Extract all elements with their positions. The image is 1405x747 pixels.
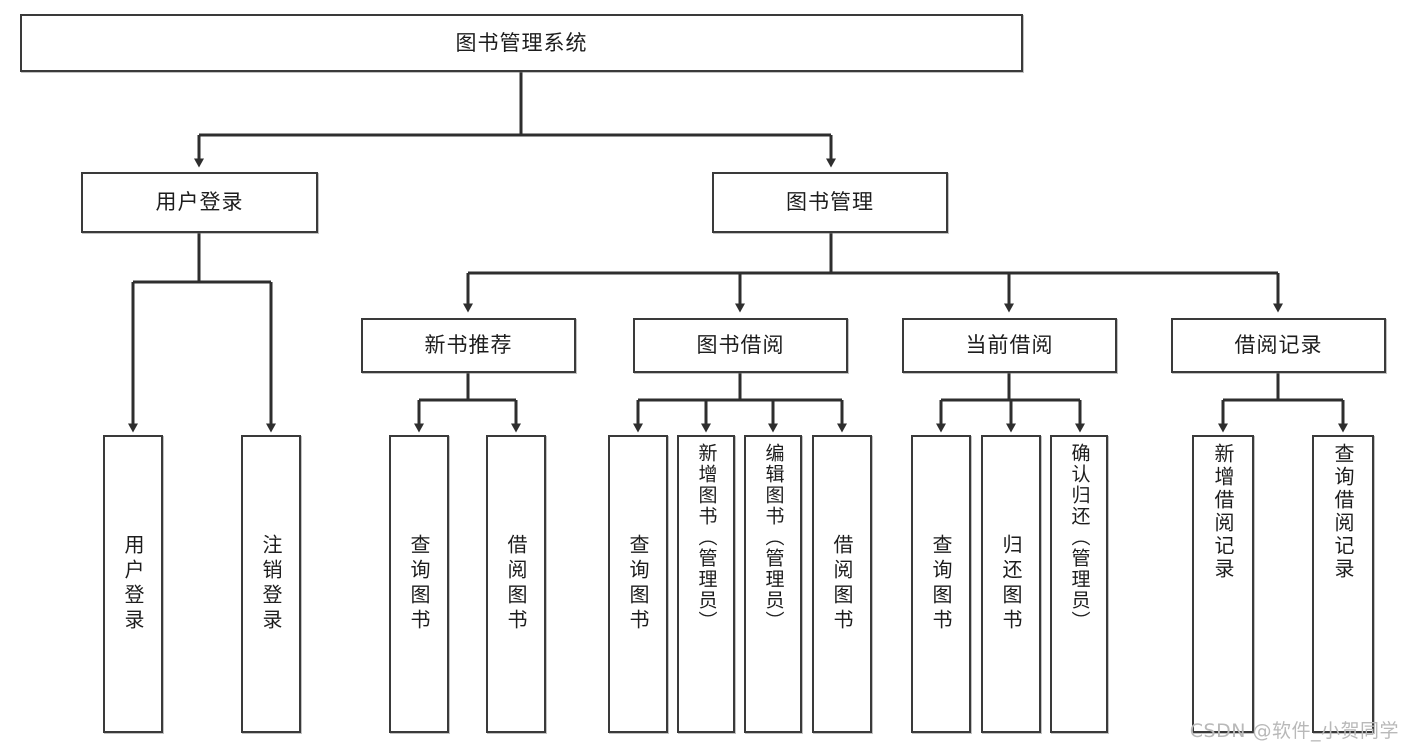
node-current-borrow[interactable]: 当前借阅 <box>902 318 1117 373</box>
node-leaf-query-record[interactable]: 查询借阅记录 <box>1312 435 1374 733</box>
node-leaf-add-record[interactable]: 新增借阅记录 <box>1192 435 1254 733</box>
node-leaf-query-book-1-label: 查询图书 <box>407 534 431 634</box>
node-leaf-add-book-label: 新增图书（管理员） <box>695 443 718 632</box>
node-leaf-borrow-book-1[interactable]: 借阅图书 <box>486 435 546 733</box>
node-new-book-recommend[interactable]: 新书推荐 <box>361 318 576 373</box>
node-leaf-return-book[interactable]: 归还图书 <box>981 435 1041 733</box>
node-book-manage-label: 图书管理 <box>786 190 874 215</box>
node-leaf-borrow-book-2[interactable]: 借阅图书 <box>812 435 872 733</box>
node-leaf-query-book-1[interactable]: 查询图书 <box>389 435 449 733</box>
node-book-borrow[interactable]: 图书借阅 <box>633 318 848 373</box>
node-leaf-confirm-return[interactable]: 确认归还（管理员） <box>1050 435 1108 733</box>
node-user-login-label: 用户登录 <box>155 190 244 215</box>
node-leaf-confirm-return-label: 确认归还（管理员） <box>1068 443 1091 632</box>
node-book-manage[interactable]: 图书管理 <box>712 172 948 233</box>
node-leaf-logout-label: 注销登录 <box>259 534 283 634</box>
node-leaf-edit-book-label: 编辑图书（管理员） <box>762 443 785 632</box>
node-borrow-record-label: 借阅记录 <box>1234 333 1323 358</box>
node-book-borrow-label: 图书借阅 <box>696 333 785 358</box>
node-leaf-borrow-book-1-label: 借阅图书 <box>504 534 528 634</box>
watermark: CSDN @软件_小贺同学 <box>1189 720 1399 742</box>
node-leaf-edit-book[interactable]: 编辑图书（管理员） <box>744 435 802 733</box>
node-leaf-query-book-2[interactable]: 查询图书 <box>608 435 668 733</box>
node-root-label: 图书管理系统 <box>455 30 588 55</box>
node-leaf-return-book-label: 归还图书 <box>999 534 1023 634</box>
node-leaf-borrow-book-2-label: 借阅图书 <box>830 534 854 634</box>
node-borrow-record[interactable]: 借阅记录 <box>1171 318 1386 373</box>
node-leaf-query-book-3[interactable]: 查询图书 <box>911 435 971 733</box>
node-user-login[interactable]: 用户登录 <box>81 172 318 233</box>
node-leaf-logout[interactable]: 注销登录 <box>241 435 301 733</box>
node-leaf-query-book-2-label: 查询图书 <box>626 534 650 634</box>
node-current-borrow-label: 当前借阅 <box>965 333 1054 358</box>
node-root[interactable]: 图书管理系统 <box>20 14 1023 72</box>
node-new-book-recommend-label: 新书推荐 <box>424 333 513 358</box>
node-leaf-query-record-label: 查询借阅记录 <box>1331 443 1355 581</box>
node-leaf-user-login[interactable]: 用户登录 <box>103 435 163 733</box>
node-leaf-add-book[interactable]: 新增图书（管理员） <box>677 435 735 733</box>
node-leaf-query-book-3-label: 查询图书 <box>929 534 953 634</box>
node-leaf-add-record-label: 新增借阅记录 <box>1211 443 1235 581</box>
node-leaf-user-login-label: 用户登录 <box>121 534 145 634</box>
